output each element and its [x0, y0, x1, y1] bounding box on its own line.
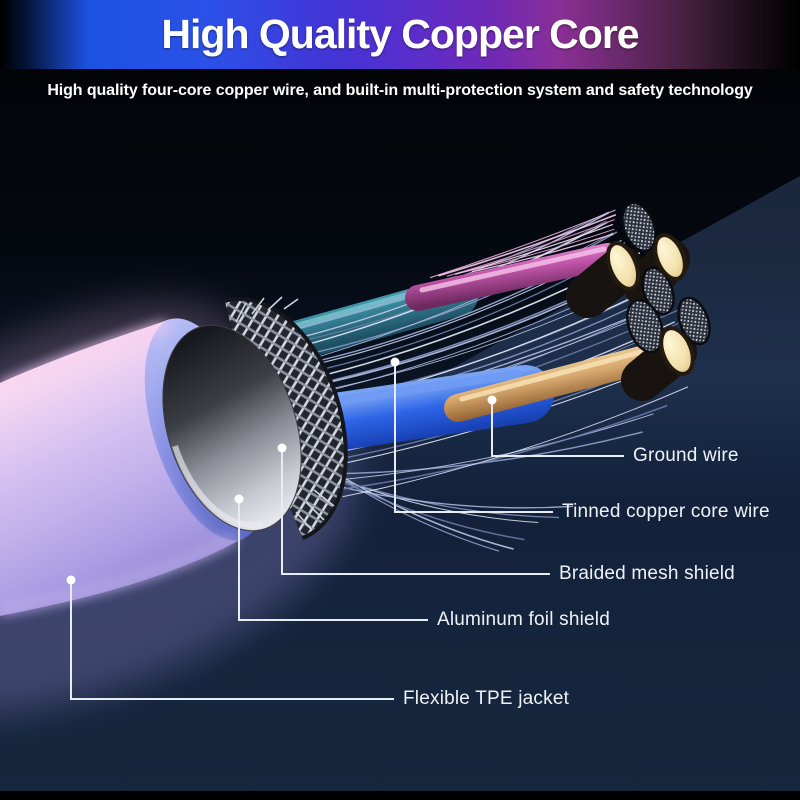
anchor-dot-aluminum-foil-shield: [234, 494, 244, 504]
anchor-dot-braided-mesh-shield: [277, 443, 287, 453]
magenta-wire: [405, 243, 621, 311]
mesh-fray: [235, 296, 335, 531]
anchor-dot-tinned-copper-core-wire: [390, 357, 400, 367]
anchor-dot-flexible-tpe-jacket: [66, 575, 76, 585]
bottom-black-bar: [0, 791, 800, 800]
aluminum-foil-face: [162, 324, 302, 532]
tpe-jacket: [0, 320, 240, 616]
label-aluminum-foil-shield: Aluminum foil shield: [437, 609, 610, 630]
anchor-dots: [66, 357, 497, 585]
page-subtitle: High quality four-core copper wire, and …: [47, 82, 753, 99]
cable-illustration: [0, 201, 711, 616]
braided-mesh-band: [224, 296, 348, 540]
label-flexible-tpe-jacket: Flexible TPE jacket: [403, 688, 570, 709]
label-braided-mesh-shield: Braided mesh shield: [559, 563, 735, 584]
leader-line-aluminum-foil-shield: [238, 499, 428, 621]
page-title: High Quality Copper Core: [161, 11, 639, 57]
leader-lines: [70, 362, 624, 700]
wire-end-cluster: [566, 201, 711, 401]
braided-wire-ends: [621, 201, 711, 354]
pink-strand-bundle: [429, 209, 617, 279]
anchor-dot-ground-wire: [487, 395, 497, 405]
copper-core-faces: [605, 233, 695, 376]
leader-line-ground-wire: [491, 400, 624, 457]
leader-line-flexible-tpe-jacket: [70, 580, 394, 700]
label-ground-wire: Ground wire: [633, 445, 739, 466]
leader-line-tinned-copper-core-wire: [394, 362, 553, 513]
label-tinned-copper-core-wire: Tinned copper core wire: [562, 501, 770, 522]
title-banner: High Quality Copper Core: [0, 0, 800, 69]
leader-line-braided-mesh-shield: [281, 448, 550, 575]
